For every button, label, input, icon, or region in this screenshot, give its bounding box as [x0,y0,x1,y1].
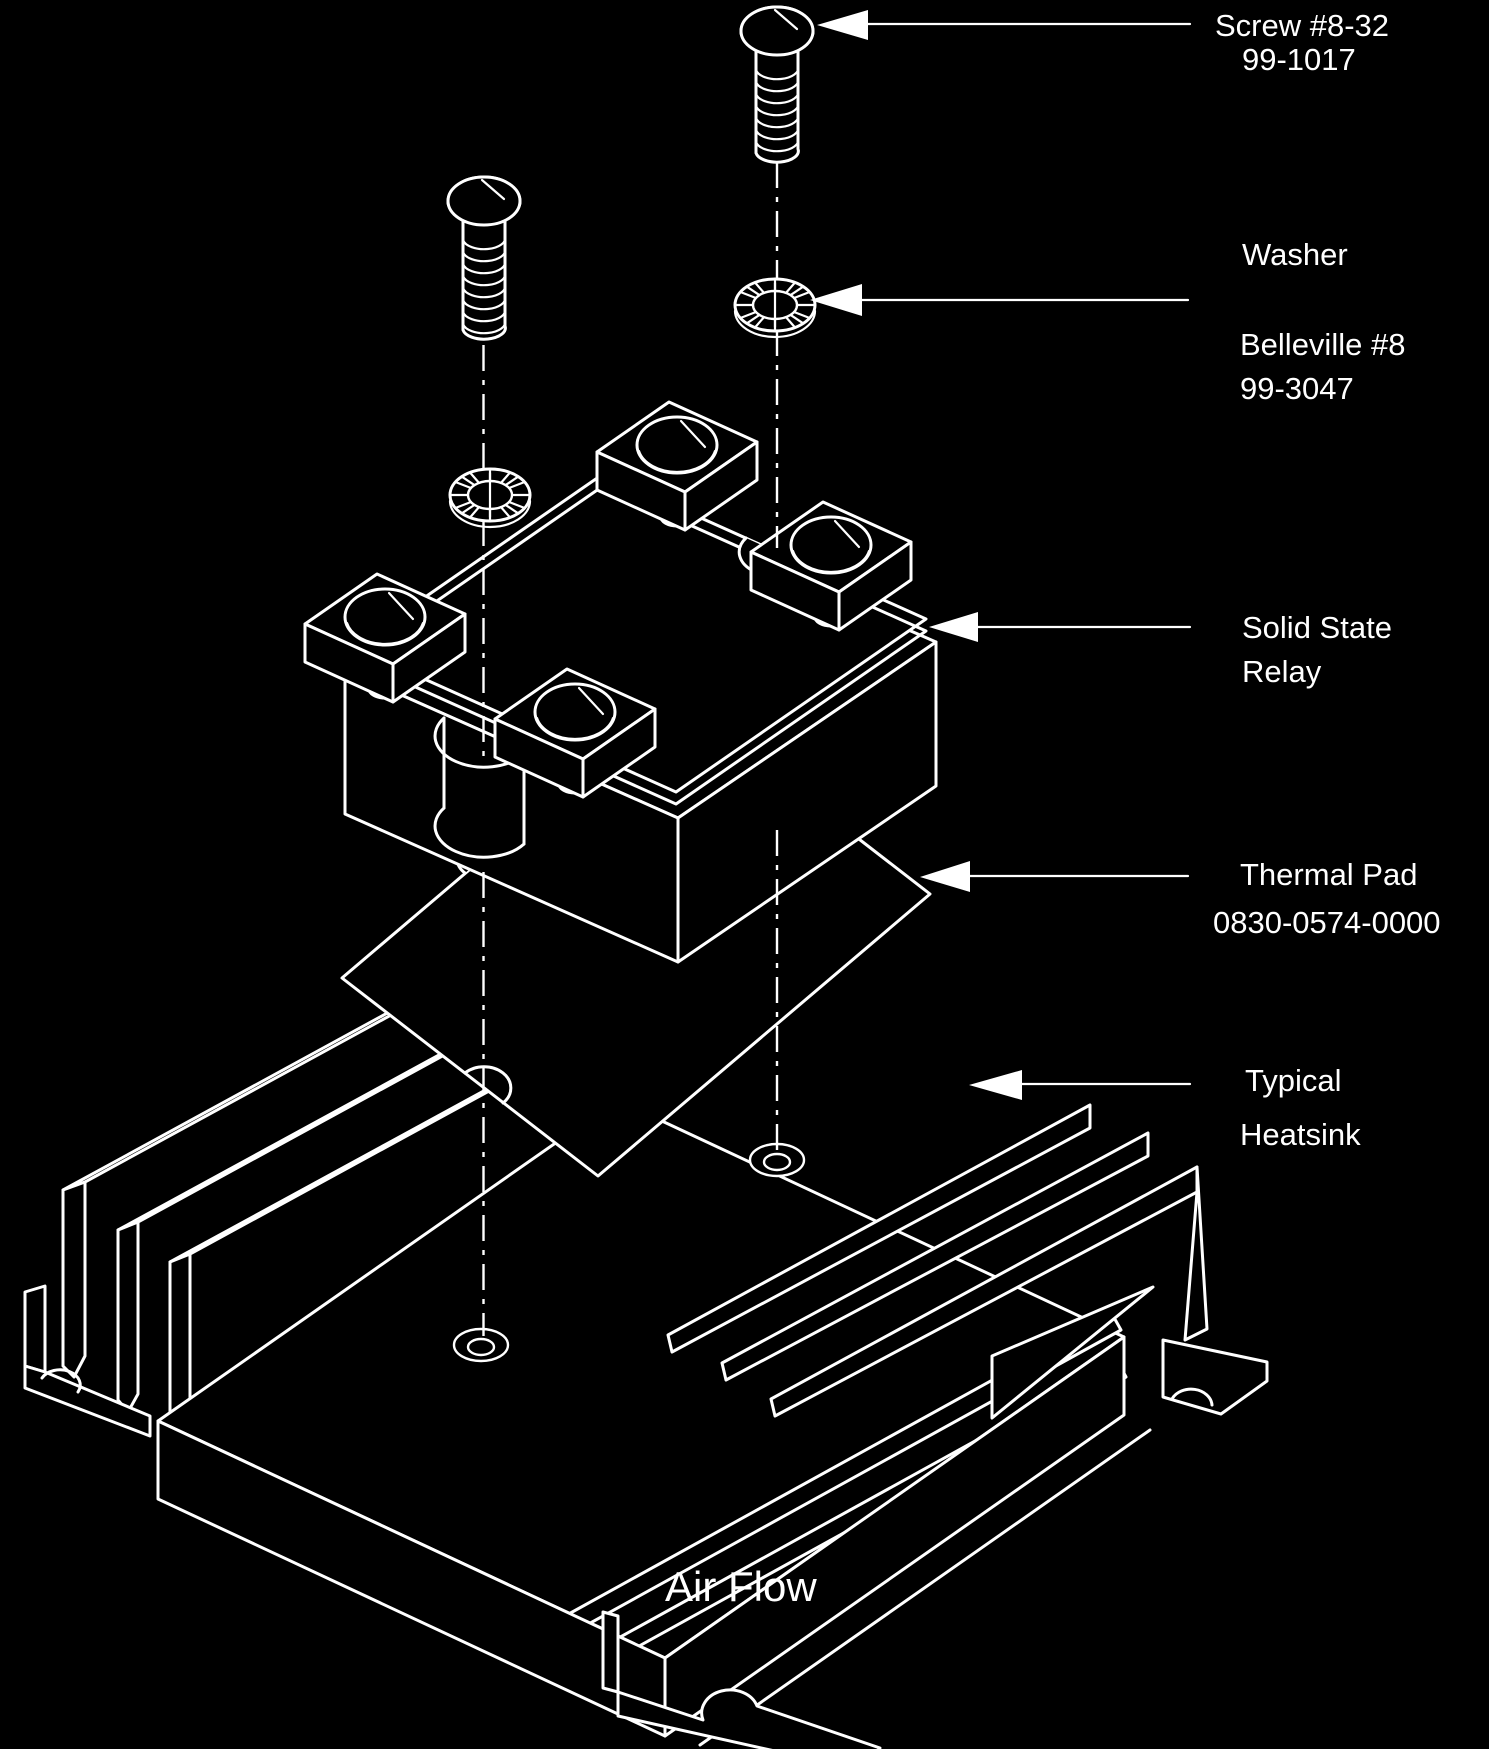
label-air-flow: Air Flow [665,1563,817,1610]
arrow-left-icon [929,612,978,642]
arrow-left-icon [969,1070,1022,1100]
washer-top [733,277,817,339]
relay-terminal-n [595,400,759,532]
relay-terminal-s [493,667,657,799]
arrow-left-icon [817,10,868,40]
air-flow-arrow-icon [990,1285,1155,1420]
leader-washer [810,284,1190,316]
leader-screw [817,10,1192,40]
leader-thermal-pad [920,861,1190,892]
label-heatsink-line2: Heatsink [1240,1117,1361,1152]
washer-left [448,467,532,529]
label-washer-title: Washer [1242,237,1348,272]
screw-left [446,175,522,341]
heatsink-right-fins [666,1103,1209,1418]
relay-terminal-w [303,572,467,704]
label-heatsink-line1: Typical [1245,1063,1341,1098]
arrow-left-icon [920,861,970,892]
label-washer-line2: 99-3047 [1240,371,1354,406]
screw-top [739,5,815,164]
callout-leaders [810,10,1192,1100]
centerlines [482,162,779,1336]
callout-labels: Screw #8-32 99-1017 Washer Belleville #8… [665,8,1441,1610]
label-screw-line2: 99-1017 [1242,42,1356,77]
heatsink-hole-left [452,1327,510,1363]
label-relay-line2: Relay [1242,654,1322,689]
solid-state-relay [303,400,938,964]
leader-relay [929,612,1192,642]
relay-terminal-e [749,500,913,632]
label-relay-line1: Solid State [1242,610,1392,645]
label-pad-line1: Thermal Pad [1240,857,1417,892]
heatsink-left-foot [23,1284,152,1438]
arrow-left-icon [810,284,862,316]
leader-heatsink [969,1070,1192,1100]
label-washer-line1: Belleville #8 [1240,327,1405,362]
label-screw-line1: Screw #8-32 [1215,8,1389,43]
heatsink-right-foot [1161,1338,1269,1416]
heatsink-bottom-foot [601,1610,882,1749]
label-pad-line2: 0830-0574-0000 [1213,905,1441,940]
